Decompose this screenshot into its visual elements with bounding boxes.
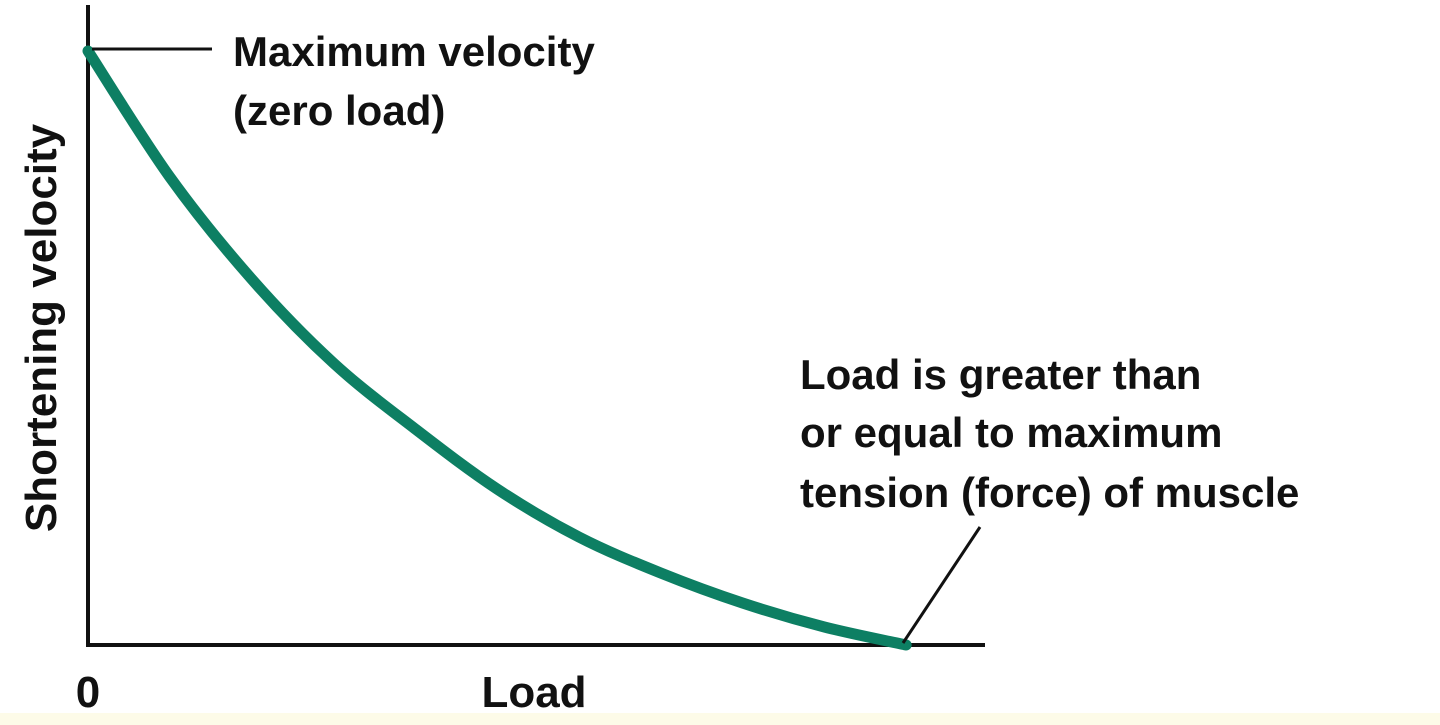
bottom-strip (0, 713, 1440, 725)
max-load-annotation-line-3: tension (force) of muscle (800, 469, 1299, 516)
max-velocity-annotation-line-1: Maximum velocity (233, 28, 595, 75)
x-tick-label-0: 0 (76, 668, 100, 717)
series-line (82, 45, 912, 651)
max-velocity-annotation-line-2: (zero load) (233, 87, 445, 134)
max-load-annotation-line-2: or equal to maximum (800, 409, 1222, 456)
max-load-annotation-line-1: Load is greater than (800, 351, 1201, 398)
y-axis-label: Shortening velocity (17, 123, 66, 532)
x-axis-label: Load (481, 668, 586, 717)
max-load-leader-line (901, 526, 982, 644)
